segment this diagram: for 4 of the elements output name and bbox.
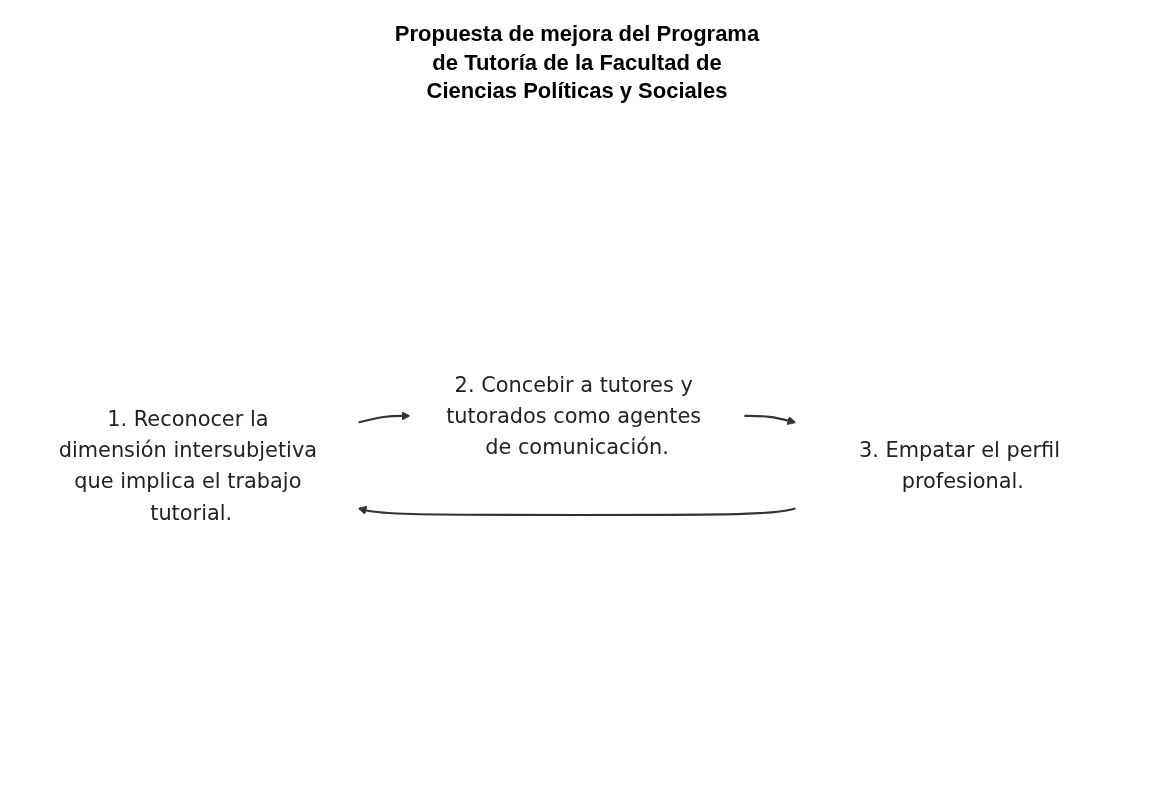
center-heading: Propuesta de mejora del Programa de Tutoría de la Facultad de Ciencias Políticas y Sociales <box>393 20 761 106</box>
node-text: 2. Concebir a tutores y tutorados como agentes de comunicación. <box>446 372 702 461</box>
node-text: 1. Reconocer la dimensión intersubjetiva que implica el trabajo tutorial. <box>58 406 318 526</box>
node-text: 3. Empatar el perfil profesional. <box>858 437 1061 494</box>
